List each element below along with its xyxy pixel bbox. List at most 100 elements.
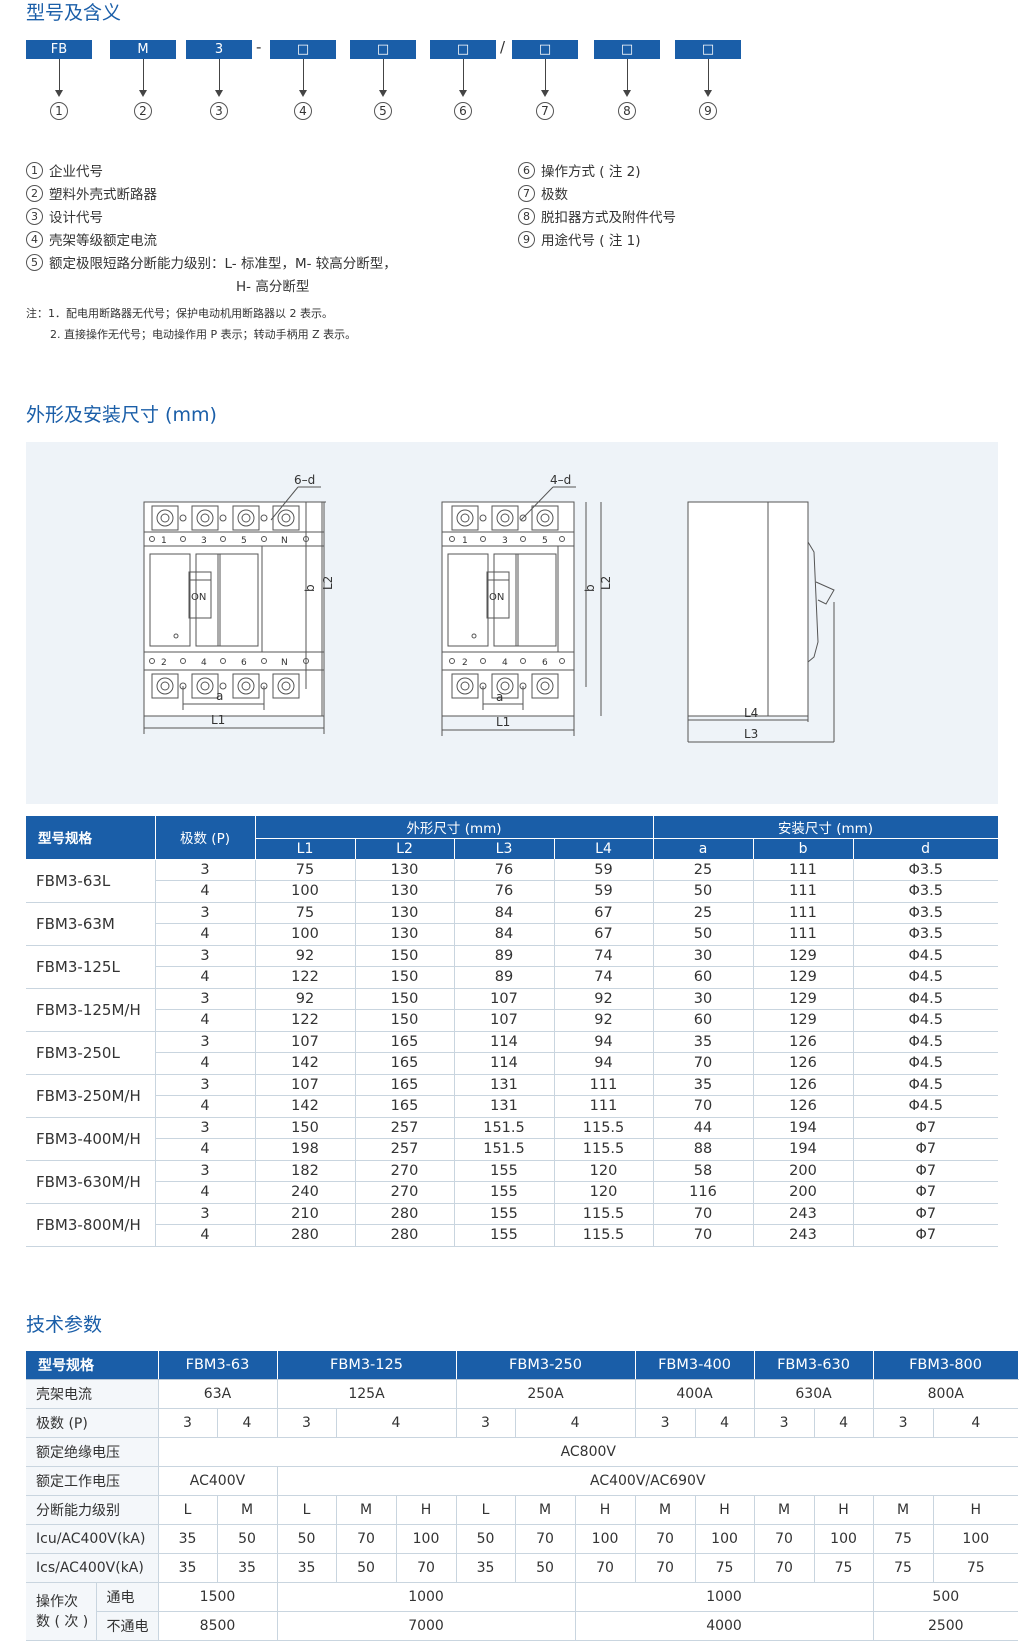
value-cell: 194 [753,1117,854,1139]
legend-text: 塑料外壳式断路器 [49,187,157,203]
value-cell: 116 [653,1181,754,1204]
pole-num: 5 [241,536,247,546]
value-cell: 2500 [873,1611,1019,1641]
pole-num: 3 [201,536,207,546]
value-cell: 111 [753,902,854,924]
value-cell: 74 [554,945,654,967]
value-cell: 3 [155,859,256,881]
holes-label-1: 6–d [294,473,315,487]
value-cell: H [695,1495,755,1525]
value-cell: Φ7 [853,1160,999,1182]
code-box-4: □ [270,40,336,59]
header-sub: d [853,838,999,859]
value-cell: 115.5 [554,1138,654,1161]
value-cell: Φ4.5 [853,1052,999,1075]
pole-num: 6 [241,658,247,668]
arrow-9 [704,59,712,97]
value-cell: 75 [873,1524,934,1554]
value-cell: 70 [754,1524,815,1554]
dim-l4: L4 [744,706,758,720]
value-cell: 35 [158,1524,218,1554]
value-cell: 75 [255,859,356,881]
value-cell: 70 [515,1524,576,1554]
value-cell: 198 [255,1138,356,1161]
value-cell: 125A [277,1379,457,1409]
row-label: 分断能力级别 [26,1495,159,1525]
value-cell: 3 [754,1408,815,1438]
value-cell: 243 [753,1224,854,1247]
value-cell: 111 [753,859,854,881]
value-cell: Φ7 [853,1138,999,1161]
legend-num: 6 [518,161,535,179]
header-sub: a [653,838,754,859]
value-cell: 76 [454,880,555,903]
value-cell: 114 [454,1052,555,1075]
model-cell: FBM3-125M/H [26,988,156,1032]
value-cell: 60 [653,1009,754,1032]
value-cell: 240 [255,1181,356,1204]
row-label: 额定工作电压 [26,1466,159,1496]
value-cell: 4 [155,1009,256,1032]
value-cell: H [575,1495,636,1525]
value-cell: 70 [653,1095,754,1118]
legend-item-2: 2 塑料外壳式断路器 [26,183,157,203]
model-cell: FBM3-630M/H [26,1160,156,1204]
legend-num: 2 [26,184,43,202]
on-label-1: ON [191,592,206,603]
code-index-3: 3 [210,102,228,120]
value-cell: 243 [753,1203,854,1225]
row-label-on: 通电 [96,1582,159,1612]
dim-a-2: a [496,690,503,704]
value-cell: 107 [255,1031,356,1053]
ops-label-line2: 数 ( 次 ) [36,1614,89,1630]
value-cell: 63A [158,1379,278,1409]
value-cell: 4 [217,1408,278,1438]
value-cell: 100 [933,1524,1019,1554]
dim-l3: L3 [744,727,758,741]
legend-num: 9 [518,230,535,248]
drawing-4-pole: 6–d 1 3 5 N ON 2 4 6 N b L2 [143,473,335,734]
value-cell: Φ7 [853,1203,999,1225]
code-box-6: □ [430,40,496,59]
arrow-7 [541,59,549,97]
value-cell: 4 [814,1408,874,1438]
header-sub: L1 [255,838,356,859]
code-box-1: FB [26,40,92,59]
code-index-8: 8 [618,102,636,120]
value-cell: Φ4.5 [853,1095,999,1118]
header-model-name: FBM3-630 [754,1351,874,1380]
value-cell: 100 [575,1524,636,1554]
dimension-drawing: 6–d 1 3 5 N ON 2 4 6 N b L2 [143,473,835,743]
value-cell: 3 [456,1408,516,1438]
value-cell: 70 [336,1524,397,1554]
code-index-5: 5 [374,102,392,120]
value-cell: 3 [155,1117,256,1139]
value-cell: 70 [754,1553,815,1583]
value-cell: 25 [653,902,754,924]
value-cell: 75 [814,1553,874,1583]
value-cell: 4 [155,1052,256,1075]
row-label: Icu/AC400V(kA) [26,1524,159,1554]
row-label-off: 不通电 [96,1611,159,1641]
value-cell: 3 [155,945,256,967]
section-title-tech: 技术参数 [26,1314,103,1336]
header-model-name: FBM3-125 [277,1351,457,1380]
value-cell: Φ7 [853,1181,999,1204]
value-cell: 88 [653,1138,754,1161]
header-install: 安装尺寸 (mm) [653,816,999,839]
value-cell: 126 [753,1095,854,1118]
value-cell: 60 [653,966,754,989]
